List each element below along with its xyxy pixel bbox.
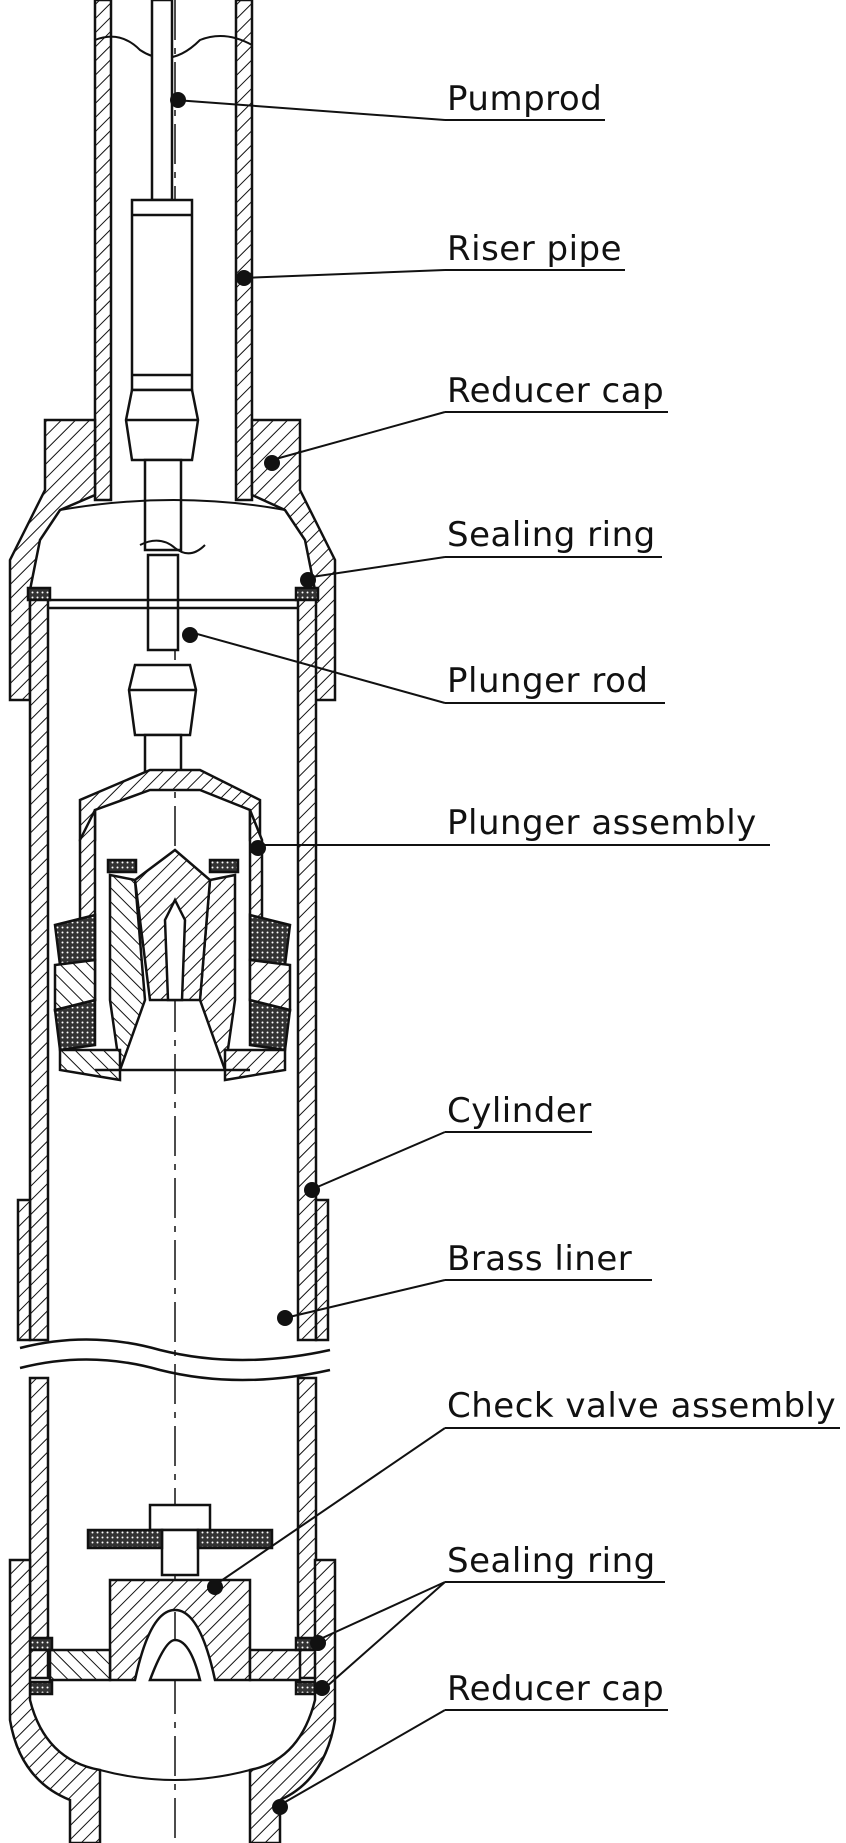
label-check-valve-assembly: Check valve assembly — [447, 1386, 836, 1426]
label-reducer-cap-top: Reducer cap — [447, 371, 664, 411]
label-brass-liner: Brass liner — [447, 1239, 632, 1279]
label-sealing-ring-top: Sealing ring — [447, 515, 656, 555]
sealing-ring-top-right — [294, 586, 320, 602]
cylinder-lower-shape — [28, 1376, 318, 1680]
reducer-cap-bottom-shape — [8, 1558, 337, 1843]
leader-dots — [170, 92, 330, 1815]
label-reducer-cap-bottom: Reducer cap — [447, 1669, 664, 1709]
label-sealing-ring-bottom: Sealing ring — [447, 1541, 656, 1581]
label-cylinder: Cylinder — [447, 1091, 592, 1131]
cylinder-shape — [16, 598, 330, 1342]
label-riser-pipe: Riser pipe — [447, 229, 622, 269]
label-pumprod: Pumprod — [447, 79, 602, 119]
check-valve-assembly-shape — [28, 1503, 320, 1696]
pump-drawing — [8, 0, 840, 1843]
sealing-ring-top-left — [26, 586, 52, 602]
label-plunger-assembly: Plunger assembly — [447, 803, 757, 843]
label-plunger-rod: Plunger rod — [447, 661, 648, 701]
break-line — [19, 1338, 331, 1362]
labels: Pumprod Riser pipe Reducer cap Sealing r… — [447, 79, 836, 1709]
leader-lines — [174, 99, 840, 1806]
plunger-assembly-shape — [53, 768, 292, 1082]
pumprod-shape — [124, 0, 206, 782]
riser-pipe-shape — [93, 0, 254, 502]
